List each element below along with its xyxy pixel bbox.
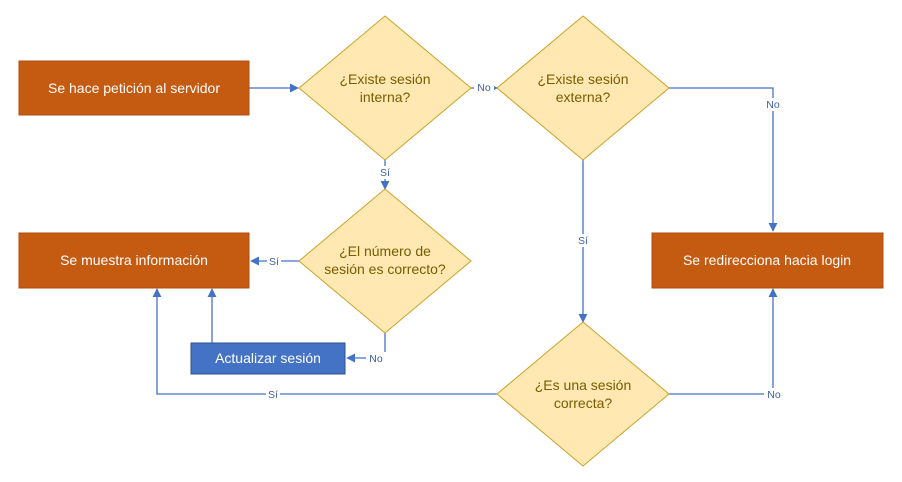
label-number-yes: Sí (269, 256, 279, 268)
decision-internal-line-1: ¿Existe sesión (339, 71, 430, 87)
process-show-info: Se muestra información (18, 232, 250, 289)
process-show-info-label: Se muestra información (60, 252, 208, 268)
label-number-no: No (369, 353, 383, 365)
edge-external-no-to-redirect (669, 87, 778, 232)
process-request: Se hace petición al servidor (18, 60, 250, 116)
label-internal-no: No (477, 82, 491, 94)
decision-correct-session: ¿Es una sesión correcta? (496, 321, 670, 467)
label-internal-yes: Sí (380, 167, 390, 179)
process-redirect-login: Se redirecciona hacia login (651, 232, 884, 289)
label-correct-no: No (767, 389, 781, 401)
decision-number-line-1: ¿El número de (339, 243, 431, 259)
decision-internal-line-2: interna? (360, 89, 411, 105)
decision-internal-session: ¿Existe sesión interna? (298, 15, 472, 161)
label-external-no: No (766, 99, 780, 111)
label-external-yes: Sí (578, 235, 588, 247)
decision-session-number: ¿El número de sesión es correcto? (298, 188, 472, 334)
edge-labels: No Sí No Sí Sí No Sí No (266, 81, 784, 401)
decision-external-line-1: ¿Existe sesión (537, 71, 628, 87)
process-redirect-login-label: Se redirecciona hacia login (683, 252, 851, 268)
decision-correct-line-1: ¿Es una sesión (535, 377, 632, 393)
decision-number-line-2: sesión es correcto? (324, 261, 446, 277)
process-request-label: Se hace petición al servidor (48, 80, 220, 96)
edge-correct-no-to-redirect (669, 288, 778, 395)
label-correct-yes: Sí (268, 389, 278, 401)
edge-correct-yes-to-show (152, 288, 497, 395)
decision-external-session: ¿Existe sesión externa? (496, 15, 670, 161)
process-update-session: Actualizar sesión (190, 342, 346, 375)
process-update-session-label: Actualizar sesión (215, 350, 321, 366)
decision-external-line-2: externa? (556, 89, 611, 105)
decision-correct-line-2: correcta? (554, 395, 613, 411)
